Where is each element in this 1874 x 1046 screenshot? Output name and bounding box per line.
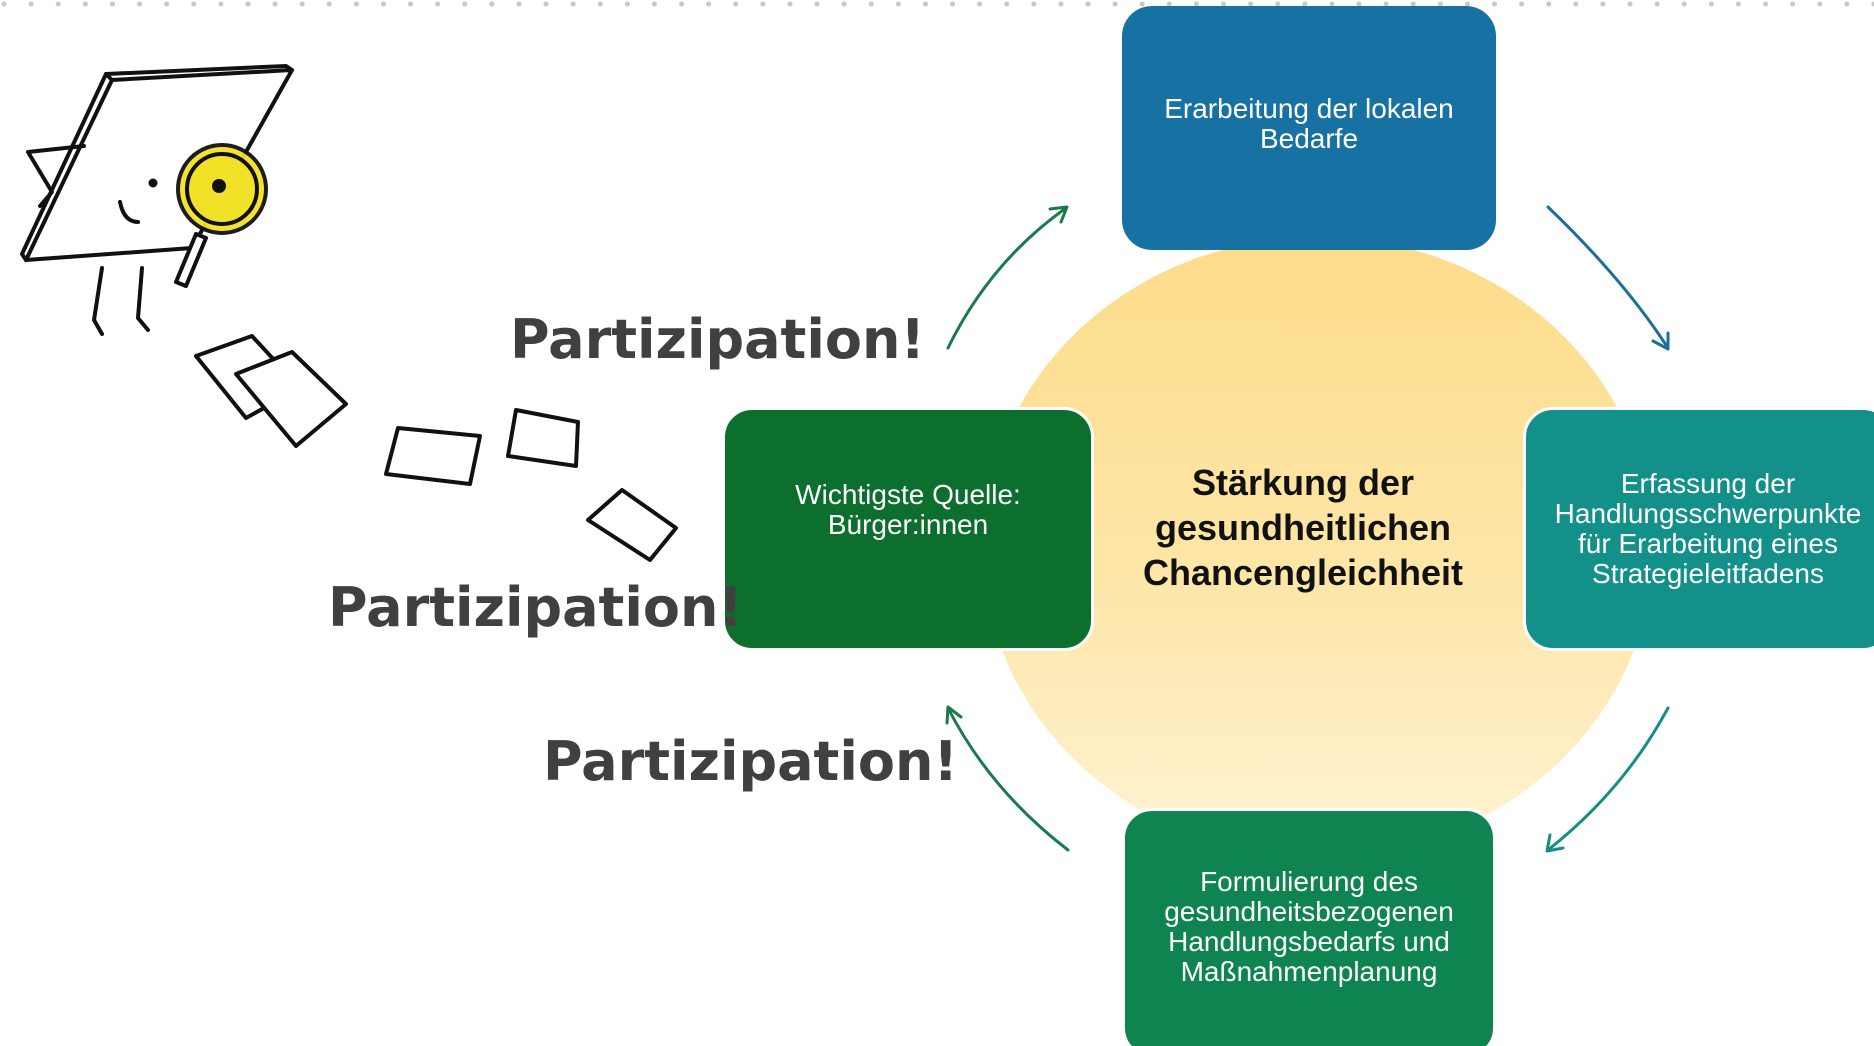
step-label-action-priorities: Erfassung der Handlungsschwerpunkte für … [1554,468,1862,589]
paper-sheet-3 [384,426,482,486]
arrow-top-to-right [1546,205,1670,351]
paper-sheets [194,334,678,562]
paper-sheet-2 [234,350,348,448]
step-label-measures-planning: Formulierung des gesundheitsbezogenen Ha… [1164,866,1454,987]
paper-sheet-4 [506,408,580,468]
arrow-bottom-to-left [945,705,1070,852]
step-box-main-source: Wichtigste Quelle: Bürger:innen [722,407,1094,651]
step-label-main-source: Wichtigste Quelle: Bürger:innen [795,479,1021,540]
paper-sheet-5 [586,488,678,562]
step-label-local-needs: Erarbeitung der lokalen Bedarfe [1164,93,1454,154]
partizipation-callout-1: Partizipation! [510,308,926,371]
arrow-left-to-top [946,205,1069,350]
step-box-measures-planning: Formulierung des gesundheitsbezogenen Ha… [1122,808,1496,1046]
magnifier-icon [174,143,268,288]
arrow-right-to-bottom [1545,706,1670,853]
step-box-local-needs: Erarbeitung der lokalen Bedarfe [1122,6,1496,250]
central-goal-label: Stärkung der gesundheitlichen Chancengle… [1142,462,1464,593]
partizipation-callout-3: Partizipation! [543,730,959,793]
partizipation-callout-2: Partizipation! [328,576,744,639]
step-box-action-priorities: Erfassung der Handlungsschwerpunkte für … [1523,407,1874,651]
